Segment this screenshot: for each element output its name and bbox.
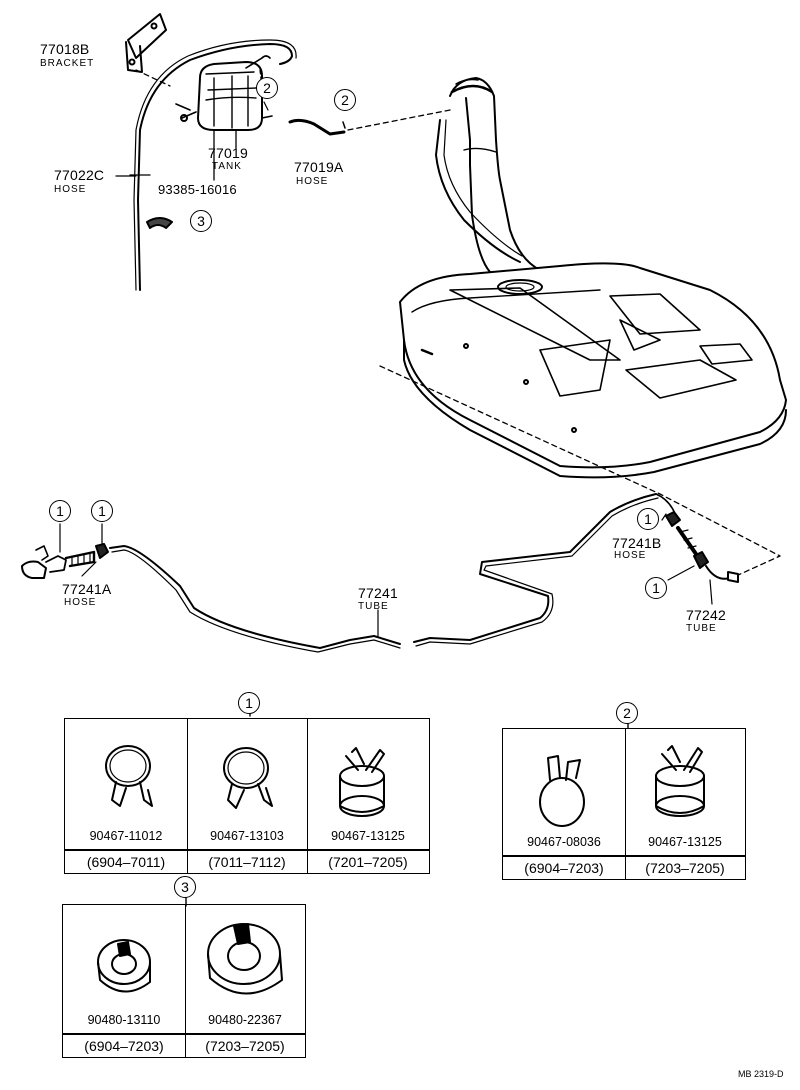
hose-77022c-drawing <box>129 39 297 291</box>
table3-cell: 90480-13110 <box>63 905 186 1033</box>
table3-title-callout: 3 <box>174 876 196 898</box>
hose-77022c-part-number: 77022C <box>54 167 105 183</box>
callout-2-tank: 2 <box>256 77 278 99</box>
table1-range: (7011–7112) <box>187 851 308 873</box>
table3-parts: 90480-13110 90480-22367 <box>62 904 306 1034</box>
grommet-90480-22367-icon <box>207 923 283 995</box>
callout-3-grommet: 3 <box>190 210 212 232</box>
table1-title-callout: 1 <box>238 692 260 714</box>
right-hose-drawing <box>661 511 739 605</box>
table1-cell: 90467-13125 <box>307 719 429 849</box>
table1-cell: 90467-13103 <box>187 719 308 849</box>
tube-77241-part-number: 77241 <box>358 585 398 601</box>
tube-77242-part-number: 77242 <box>686 607 726 623</box>
table2-parts: 90467-08036 90467-13125 <box>502 728 746 856</box>
table1-part-number: 90467-13103 <box>210 829 284 843</box>
table2-range: (7203–7205) <box>645 860 725 876</box>
tube-77242-part-name: TUBE <box>686 623 717 634</box>
bracket-drawing <box>125 13 171 87</box>
table1-part-number: 90467-11012 <box>89 829 163 843</box>
table2-title-callout: 2 <box>616 702 638 724</box>
table2-ranges: (6904–7203) (7203–7205) <box>502 856 746 880</box>
callout-1-left-a: 1 <box>49 500 71 522</box>
hose-77019a-part-name: HOSE <box>296 176 329 187</box>
table3-range: (6904–7203) <box>63 1035 186 1057</box>
tank-drawing <box>175 55 346 181</box>
hose-77022c-part-name: HOSE <box>54 184 87 195</box>
bracket-part-name: BRACKET <box>40 58 95 69</box>
table2-range: (6904–7203) <box>503 857 626 879</box>
tank-part-name: TANK <box>212 161 242 172</box>
filter-assembly-drawing <box>21 523 109 579</box>
clamp-90467-13125-icon <box>339 747 385 817</box>
table2-cell: 90467-08036 <box>503 729 626 855</box>
clamp-90467-08036-icon <box>539 755 585 827</box>
clamp-90467-13103-icon <box>223 747 273 809</box>
tube-77241-part-name: TUBE <box>358 601 389 612</box>
bracket-part-number: 77018B <box>40 41 90 57</box>
callout-1-right-a: 1 <box>637 508 659 530</box>
hose-77241b-part-number: 77241B <box>612 535 662 551</box>
table3-part-number: 90480-22367 <box>208 1013 282 1027</box>
figure-code: MB 2319-D <box>738 1069 784 1079</box>
hose-77241b-part-name: HOSE <box>614 550 647 561</box>
table1-range: (6904–7011) <box>65 851 188 873</box>
table2-part-number: 90467-08036 <box>527 835 601 849</box>
table1-part-number: 90467-13125 <box>331 829 405 843</box>
table3-ranges: (6904–7203) (7203–7205) <box>62 1034 306 1058</box>
tank-part-number: 77019 <box>208 145 248 161</box>
table3-part-number: 90480-13110 <box>87 1013 161 1027</box>
table2-cell: 90467-13125 <box>625 729 745 855</box>
hose-77241a-part-number: 77241A <box>62 581 112 597</box>
table1-cell: 90467-11012 <box>65 719 188 849</box>
table1-ranges: (6904–7011) (7011–7112) (7201–7205) <box>64 850 430 874</box>
table1-range: (7201–7205) <box>328 854 408 870</box>
hose-77241a-part-name: HOSE <box>64 597 97 608</box>
bolt-part-number: 93385-16016 <box>158 182 237 197</box>
grommet-90480-13110-icon <box>97 939 151 993</box>
callout-2-hose: 2 <box>334 89 356 111</box>
tube-77241-drawing <box>109 493 677 653</box>
hose-77019a-part-number: 77019A <box>294 159 344 175</box>
clamp-90467-13125-b-icon <box>655 745 705 817</box>
fuel-tank-drawing <box>399 262 787 479</box>
table1-parts: 90467-11012 90467-13103 90467-13125 <box>64 718 430 850</box>
table3-cell: 90480-22367 <box>185 905 305 1033</box>
table2-part-number: 90467-13125 <box>648 835 722 849</box>
callout-1-left-b: 1 <box>91 500 113 522</box>
callout-1-right-b: 1 <box>645 577 667 599</box>
filler-neck-drawing <box>435 77 541 273</box>
clamp-90467-11012-icon <box>105 745 153 807</box>
table3-range: (7203–7205) <box>205 1038 285 1054</box>
